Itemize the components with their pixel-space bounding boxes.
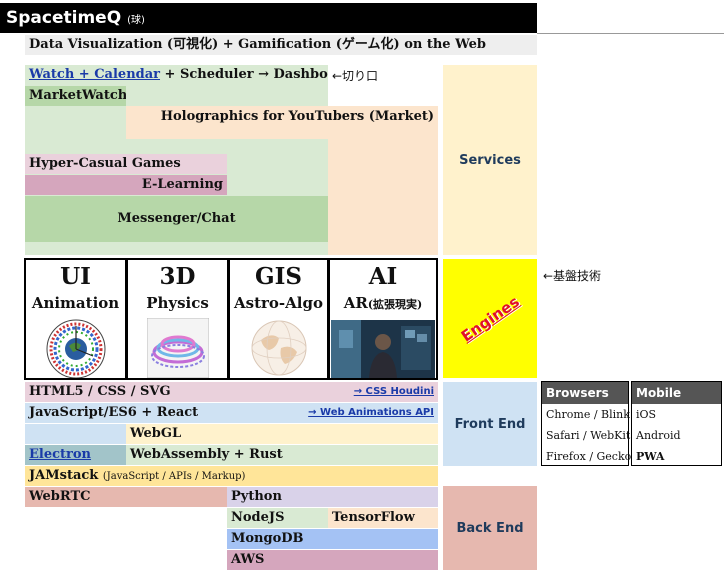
engine-gis-subtitle: Astro-Algo	[234, 294, 323, 312]
spiral-torus-icon	[146, 318, 209, 378]
jamstack-text: JAMstack	[29, 468, 99, 483]
browser-safari: Safari / WebKit	[546, 429, 631, 442]
title-text: SpacetimeQ	[6, 8, 122, 28]
title-suffix: (球)	[127, 15, 145, 26]
entry-point-note: ←切り口	[332, 69, 379, 83]
ar-scene-image	[331, 320, 435, 378]
hyper-casual-block: Hyper-Casual Games	[25, 154, 227, 174]
messenger-block: Messenger/Chat	[25, 196, 328, 242]
engine-3d-title: 3D	[159, 263, 196, 290]
mobile-android: Android	[636, 429, 681, 442]
wasm-rust-block: WebAssembly + Rust	[126, 445, 438, 465]
engine-ai: AI AR(拡張現実)	[328, 258, 438, 380]
marketwatch-block: MarketWatch	[25, 86, 126, 106]
engine-gis: GIS Astro-Algo	[228, 258, 329, 380]
engines-label: Engines	[457, 292, 523, 345]
javascript-react-row: JavaScript/ES6 + React → Web Animations …	[25, 403, 438, 423]
webgl-block: WebGL	[126, 424, 438, 444]
web-animations-api-link[interactable]: → Web Animations API	[308, 407, 434, 418]
engines-section: Engines	[443, 259, 537, 378]
browsers-header: Browsers	[542, 382, 628, 404]
globe-icon	[251, 320, 306, 376]
tagline-rule	[537, 33, 724, 34]
mobile-ios: iOS	[636, 408, 657, 421]
nodejs-block: NodeJS	[227, 508, 328, 528]
mongodb-block: MongoDB	[227, 529, 438, 549]
engines-note: ←基盤技術	[543, 269, 602, 283]
engine-ui-title: UI	[60, 263, 91, 290]
css-houdini-link[interactable]: → CSS Houdini	[353, 386, 434, 397]
services-label: Services	[459, 152, 521, 168]
watch-calendar-row: Watch + Calendar + Scheduler → Dashboard	[25, 65, 328, 85]
javascript-react-text: JavaScript/ES6 + React	[29, 405, 199, 420]
jamstack-block: JAMstack (JavaScript / APIs / Markup)	[25, 466, 438, 486]
mobile-header: Mobile	[632, 382, 721, 404]
page-title: SpacetimeQ (球)	[0, 3, 537, 33]
engine-ai-subtitle-main: AR	[343, 294, 368, 312]
engine-gis-title: GIS	[254, 263, 302, 290]
frontend-left-bg	[25, 424, 126, 444]
front-end-section: Front End	[443, 382, 537, 466]
engine-ai-subtitle-small: (拡張現実)	[367, 298, 423, 311]
holographics-block: Holographics for YouTubers (Market)	[126, 106, 438, 139]
tensorflow-block: TensorFlow	[328, 508, 438, 528]
html-css-svg-text: HTML5 / CSS / SVG	[29, 384, 171, 399]
back-end-label: Back End	[456, 520, 524, 536]
webrtc-block: WebRTC	[25, 487, 227, 507]
watch-calendar-link[interactable]: Watch + Calendar	[29, 67, 161, 82]
mobile-table: Mobile iOS Android PWA	[631, 381, 722, 466]
services-section: Services	[443, 65, 537, 255]
back-end-section: Back End	[443, 486, 537, 570]
browser-chrome: Chrome / Blink	[546, 408, 630, 421]
clock-globe-icon	[46, 319, 105, 378]
engine-ai-title: AI	[368, 263, 398, 290]
html-css-svg-row: HTML5 / CSS / SVG → CSS Houdini	[25, 382, 438, 402]
front-end-label: Front End	[454, 416, 526, 432]
engine-ui-subtitle: Animation	[31, 294, 120, 312]
elearning-block: E-Learning	[25, 175, 227, 195]
aws-block: AWS	[227, 550, 438, 570]
jamstack-subtext: (JavaScript / APIs / Markup)	[102, 471, 246, 482]
electron-link[interactable]: Electron	[29, 447, 92, 462]
python-block: Python	[227, 487, 438, 507]
engine-3d: 3D Physics	[126, 258, 229, 380]
mobile-pwa: PWA	[636, 450, 665, 463]
engine-ai-subtitle: AR(拡張現実)	[330, 292, 436, 316]
electron-block: Electron	[25, 445, 126, 465]
browsers-table: Browsers Chrome / Blink Safari / WebKit …	[541, 381, 632, 466]
engine-3d-subtitle: Physics	[146, 294, 209, 312]
browser-firefox: Firefox / Gecko	[546, 450, 632, 463]
engine-ui: UI Animation	[24, 258, 127, 380]
scheduler-dashboard-text: + Scheduler → Dashboard	[164, 67, 328, 82]
tagline: Data Visualization (可視化) + Gamification …	[25, 35, 537, 55]
